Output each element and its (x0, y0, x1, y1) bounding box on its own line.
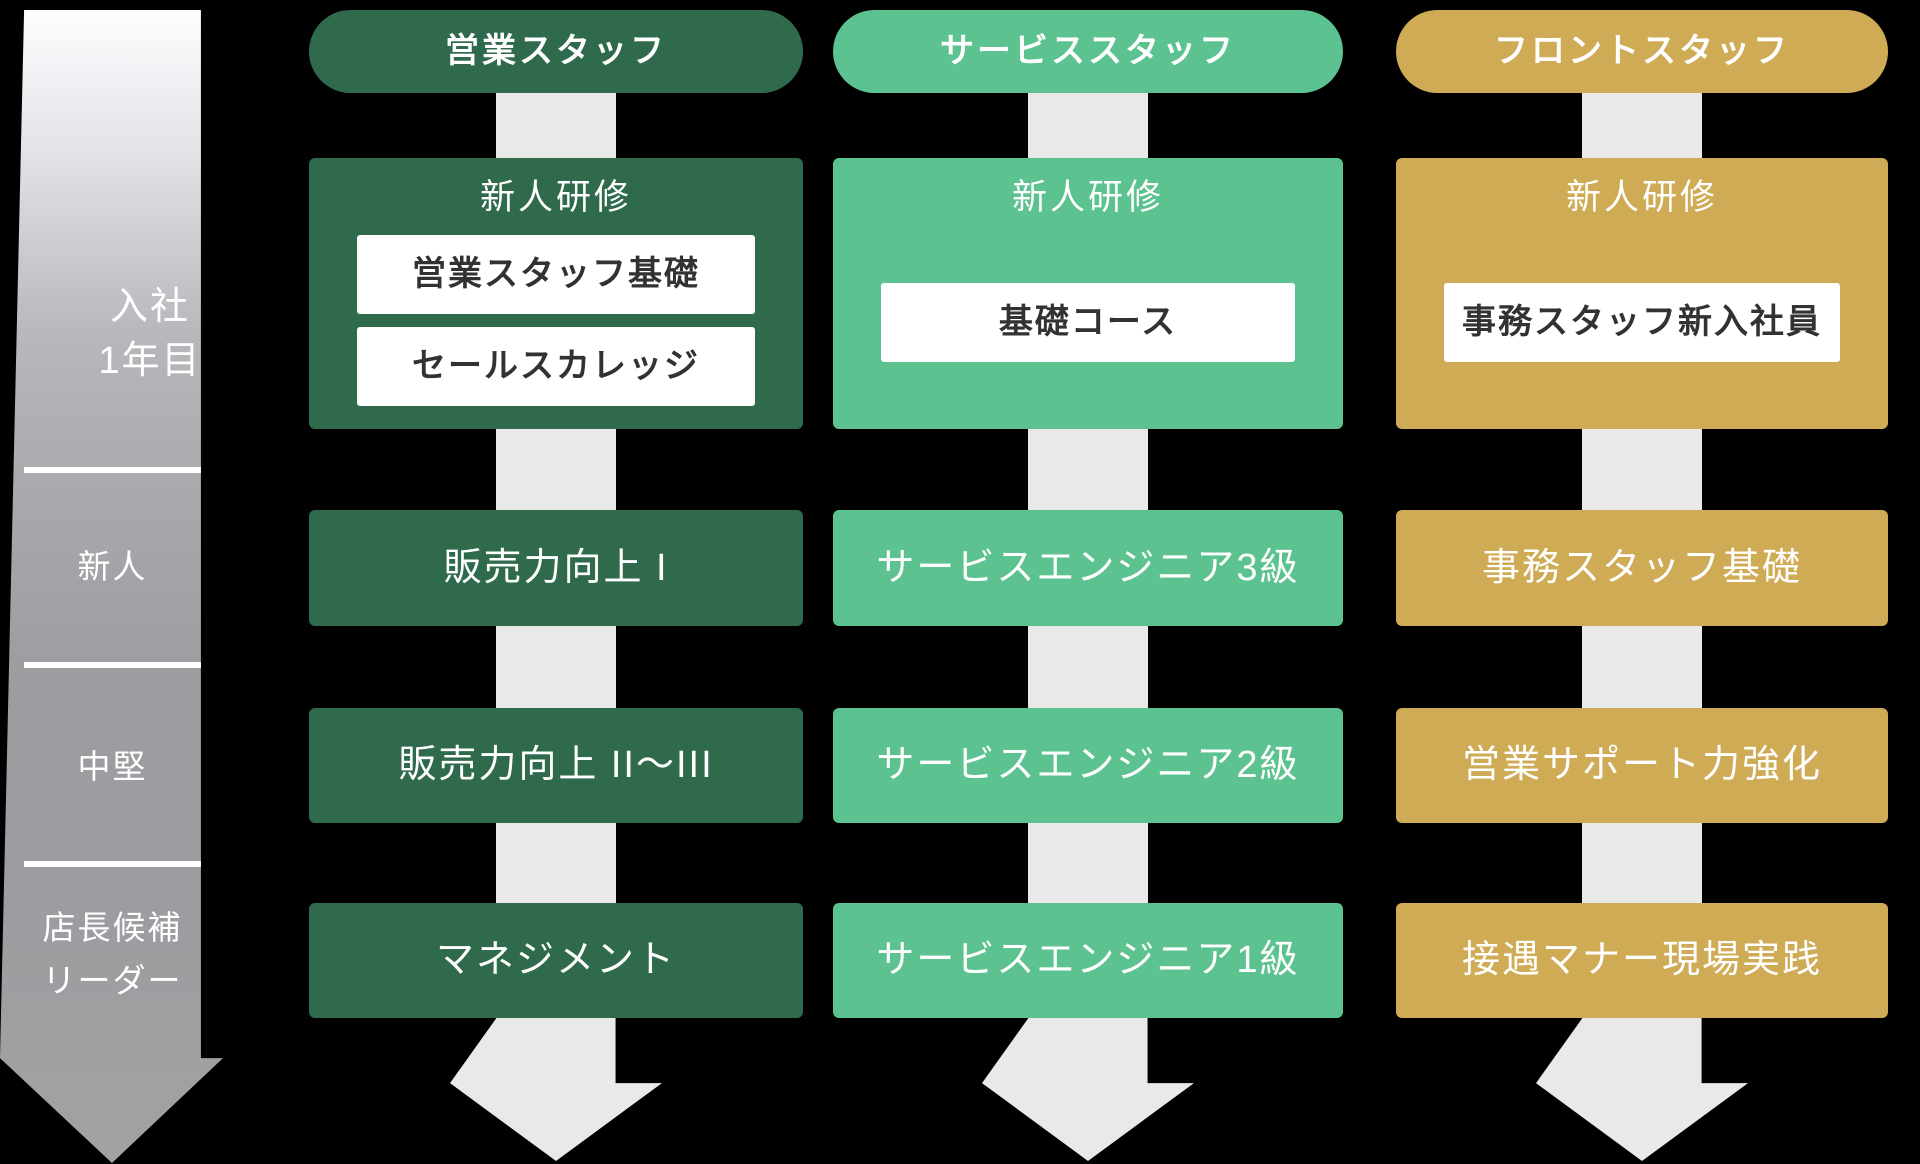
newcomer-training-box (833, 158, 1343, 429)
newcomer-training-box (309, 158, 803, 429)
stage-label-line: 店長候補 (42, 909, 183, 946)
stage-label-line: 中堅 (77, 748, 148, 785)
column-header-pill: 営業スタッフ (309, 10, 803, 93)
newcomer-training-title: 新人研修 (1565, 178, 1718, 217)
training-step-box: 事務スタッフ基礎 (1396, 510, 1888, 626)
course-box: セールスカレッジ (357, 327, 755, 406)
newcomer-training-title: 新人研修 (479, 178, 632, 217)
stage-label-line: 1年目 (98, 340, 202, 382)
stage-divider (24, 467, 201, 473)
training-step-box: サービスエンジニア2級 (833, 708, 1343, 823)
training-step-box: サービスエンジニア1級 (833, 903, 1343, 1018)
stage-label-line: リーダー (42, 962, 183, 999)
flow-arrow-down (450, 1018, 662, 1161)
course-box: 営業スタッフ基礎 (357, 235, 755, 314)
flow-arrow-down (1536, 1018, 1748, 1161)
newcomer-training-title: 新人研修 (1011, 178, 1164, 217)
training-step-box: サービスエンジニア3級 (833, 510, 1343, 626)
flow-connector (1582, 429, 1702, 510)
column-header-pill: フロントスタッフ (1396, 10, 1888, 93)
career-timeline-arrow (0, 10, 223, 1163)
stage-label-line: 新人 (77, 548, 148, 585)
course-box: 事務スタッフ新入社員 (1444, 283, 1840, 362)
flow-connector (1582, 626, 1702, 708)
stage-label-line: 入社 (109, 286, 190, 328)
course-box: 基礎コース (881, 283, 1295, 362)
stage-divider (24, 861, 201, 867)
newcomer-training-box (1396, 158, 1888, 429)
flow-connector (1028, 823, 1148, 903)
training-step-box: 販売力向上 II〜III (309, 708, 803, 823)
flow-arrow-down (982, 1018, 1194, 1161)
stage-label-leader: 店長候補 リーダー (24, 901, 201, 1007)
flow-connector (1582, 823, 1702, 903)
training-step-box: 販売力向上 I (309, 510, 803, 626)
column-header-pill: サービススタッフ (833, 10, 1343, 93)
training-step-box: 接遇マナー現場実践 (1396, 903, 1888, 1018)
stage-label-first-year: 入社 1年目 (30, 280, 270, 388)
flow-connector (496, 823, 616, 903)
stage-label-midlevel: 中堅 (24, 744, 201, 790)
stage-divider (24, 662, 201, 668)
flow-connector (1028, 626, 1148, 708)
flow-connector (1028, 429, 1148, 510)
flow-connector (496, 429, 616, 510)
training-step-box: 営業サポート力強化 (1396, 708, 1888, 823)
training-step-box: マネジメント (309, 903, 803, 1018)
flow-connector (1582, 93, 1702, 158)
flow-connector (496, 93, 616, 158)
stage-label-newcomer: 新人 (24, 544, 201, 590)
flow-connector (1028, 93, 1148, 158)
flow-connector (496, 626, 616, 708)
